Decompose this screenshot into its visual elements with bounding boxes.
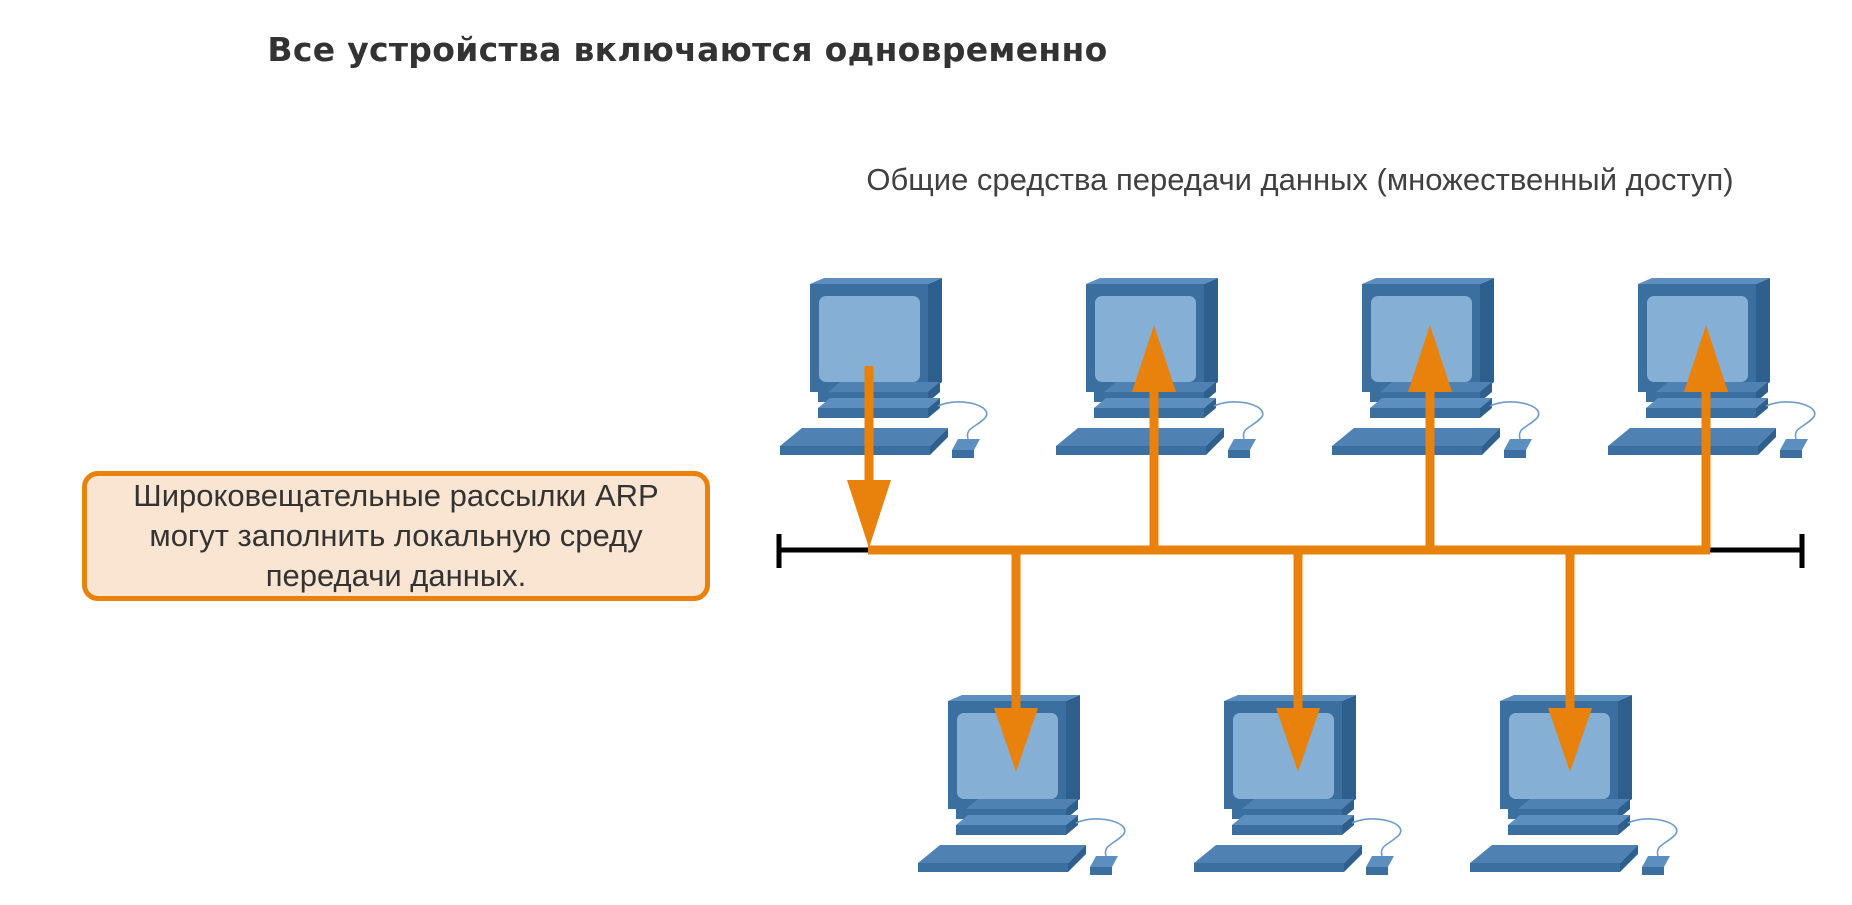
arrow-pc-bottom-1 [994, 708, 1038, 772]
pc-top-1-icon [779, 277, 988, 459]
diagram-title: Все устройства включаются одновременно [267, 30, 1108, 69]
arrow-pc-top-4 [1684, 325, 1728, 392]
arrow-pc-bottom-3 [1548, 708, 1592, 772]
arp-broadcast-callout: Широковещательные рассылки ARP могут зап… [82, 471, 710, 601]
arrow-pc-top-3 [1408, 325, 1452, 392]
arrow-pc-bottom-2 [1276, 708, 1320, 772]
arrow-pc-top-2 [1132, 325, 1176, 392]
arrow-pc-top-1 [847, 480, 891, 548]
shared-media-label: Общие средства передачи данных (множеств… [866, 162, 1734, 197]
callout-text: Широковещательные рассылки ARP могут зап… [133, 478, 659, 593]
